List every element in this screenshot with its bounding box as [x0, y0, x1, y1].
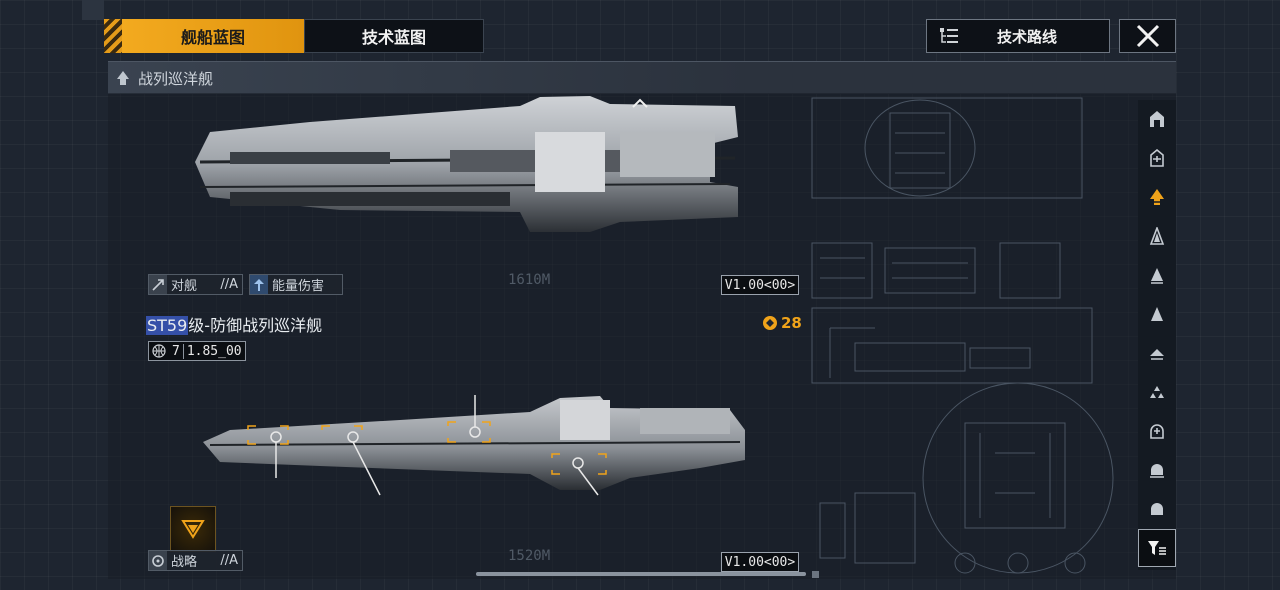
corvette-icon [1150, 349, 1164, 360]
frigate-icon [1151, 307, 1163, 321]
ship-stat: 7 1.85_00 [148, 341, 246, 361]
tech-route-label: 技术路线 [996, 27, 1057, 46]
scroll-end-marker [812, 571, 819, 578]
ship1-tag-energy-damage: 能量伤害 [249, 274, 343, 295]
sidebar-item-auxiliary[interactable] [1138, 139, 1176, 177]
sidebar-item-carrier[interactable] [1138, 100, 1176, 138]
cost-value: 28 [781, 314, 802, 332]
globe-icon [149, 343, 169, 359]
shield-icon [1150, 464, 1164, 478]
stat-level: 7 [172, 343, 180, 359]
blueprint-tab-bar: 舰船蓝图 技术蓝图 [104, 19, 484, 53]
ship-cost: 28 [762, 314, 802, 332]
scrollbar-thumb[interactable] [476, 572, 806, 576]
tab-ship-blueprint[interactable]: 舰船蓝图 [122, 19, 304, 53]
ship2-dimension: 1520M [508, 548, 551, 564]
ship-name-rest: 级-防御战列巡洋舰 [188, 316, 323, 335]
battlecruiser-category-icon [117, 71, 129, 85]
ship-class-sidebar [1138, 100, 1176, 570]
ship-model-2[interactable] [200, 390, 750, 500]
auxiliary-icon [1150, 149, 1164, 167]
sidebar-item-cruiser[interactable] [1138, 217, 1176, 255]
cost-icon [763, 316, 777, 330]
blueprint-drawings [811, 97, 1114, 574]
defense-icon [1151, 503, 1163, 515]
tech-route-button[interactable]: 技术路线 [926, 19, 1110, 53]
stat-value: 1.85_00 [182, 343, 245, 359]
ship-model-1[interactable] [190, 92, 750, 240]
sidebar-item-defense[interactable] [1138, 490, 1176, 528]
fighter-group-icon [1150, 386, 1164, 398]
sidebar-item-frigate[interactable] [1138, 295, 1176, 333]
strategy-icon [149, 551, 167, 570]
sidebar-item-corvette[interactable] [1138, 334, 1176, 372]
station-icon [1150, 424, 1164, 439]
ship-name-code: ST59 [146, 316, 189, 335]
carrier-icon [1150, 111, 1164, 127]
anti-ship-icon [149, 275, 167, 294]
ship2-version: V1.00<00> [721, 552, 799, 572]
ship1-tag-anti-ship: 对舰 //A [148, 274, 243, 295]
sidebar-item-destroyer[interactable] [1138, 256, 1176, 294]
chevron-up-icon[interactable] [630, 97, 650, 109]
energy-damage-icon [250, 275, 268, 294]
tab-stripe-decoration [104, 19, 122, 53]
sidebar-filter-button[interactable] [1138, 529, 1176, 567]
ship2-tag-strategy: 战略 //A [148, 550, 243, 571]
destroyer-icon [1151, 268, 1163, 284]
strategy-rank-icon[interactable] [170, 506, 216, 552]
ship2-tag-row: 战略 //A [148, 550, 243, 571]
close-button[interactable] [1119, 19, 1176, 53]
horizontal-scrollbar[interactable] [476, 572, 806, 576]
ship1-tag-row: 对舰 //A 能量伤害 [148, 274, 343, 295]
close-icon [1136, 24, 1159, 48]
corner-mark [82, 0, 104, 20]
ship-name: ST59级-防御战列巡洋舰 [146, 312, 322, 336]
sidebar-item-fighter-group[interactable] [1138, 373, 1176, 411]
tab-tech-blueprint[interactable]: 技术蓝图 [304, 19, 484, 53]
sidebar-item-station[interactable] [1138, 412, 1176, 450]
tech-tree-icon [940, 28, 958, 43]
filter-icon [1148, 541, 1166, 555]
ship1-version: V1.00<00> [721, 275, 799, 295]
cruiser-icon [1149, 227, 1165, 245]
battlecruiser-icon [1150, 189, 1164, 205]
sidebar-item-shield[interactable] [1138, 451, 1176, 489]
ship1-dimension: 1610M [508, 272, 551, 288]
sidebar-item-battlecruiser[interactable] [1138, 178, 1176, 216]
category-title: 战列巡洋舰 [138, 69, 214, 88]
category-title-bar: 战列巡洋舰 [108, 61, 1176, 94]
